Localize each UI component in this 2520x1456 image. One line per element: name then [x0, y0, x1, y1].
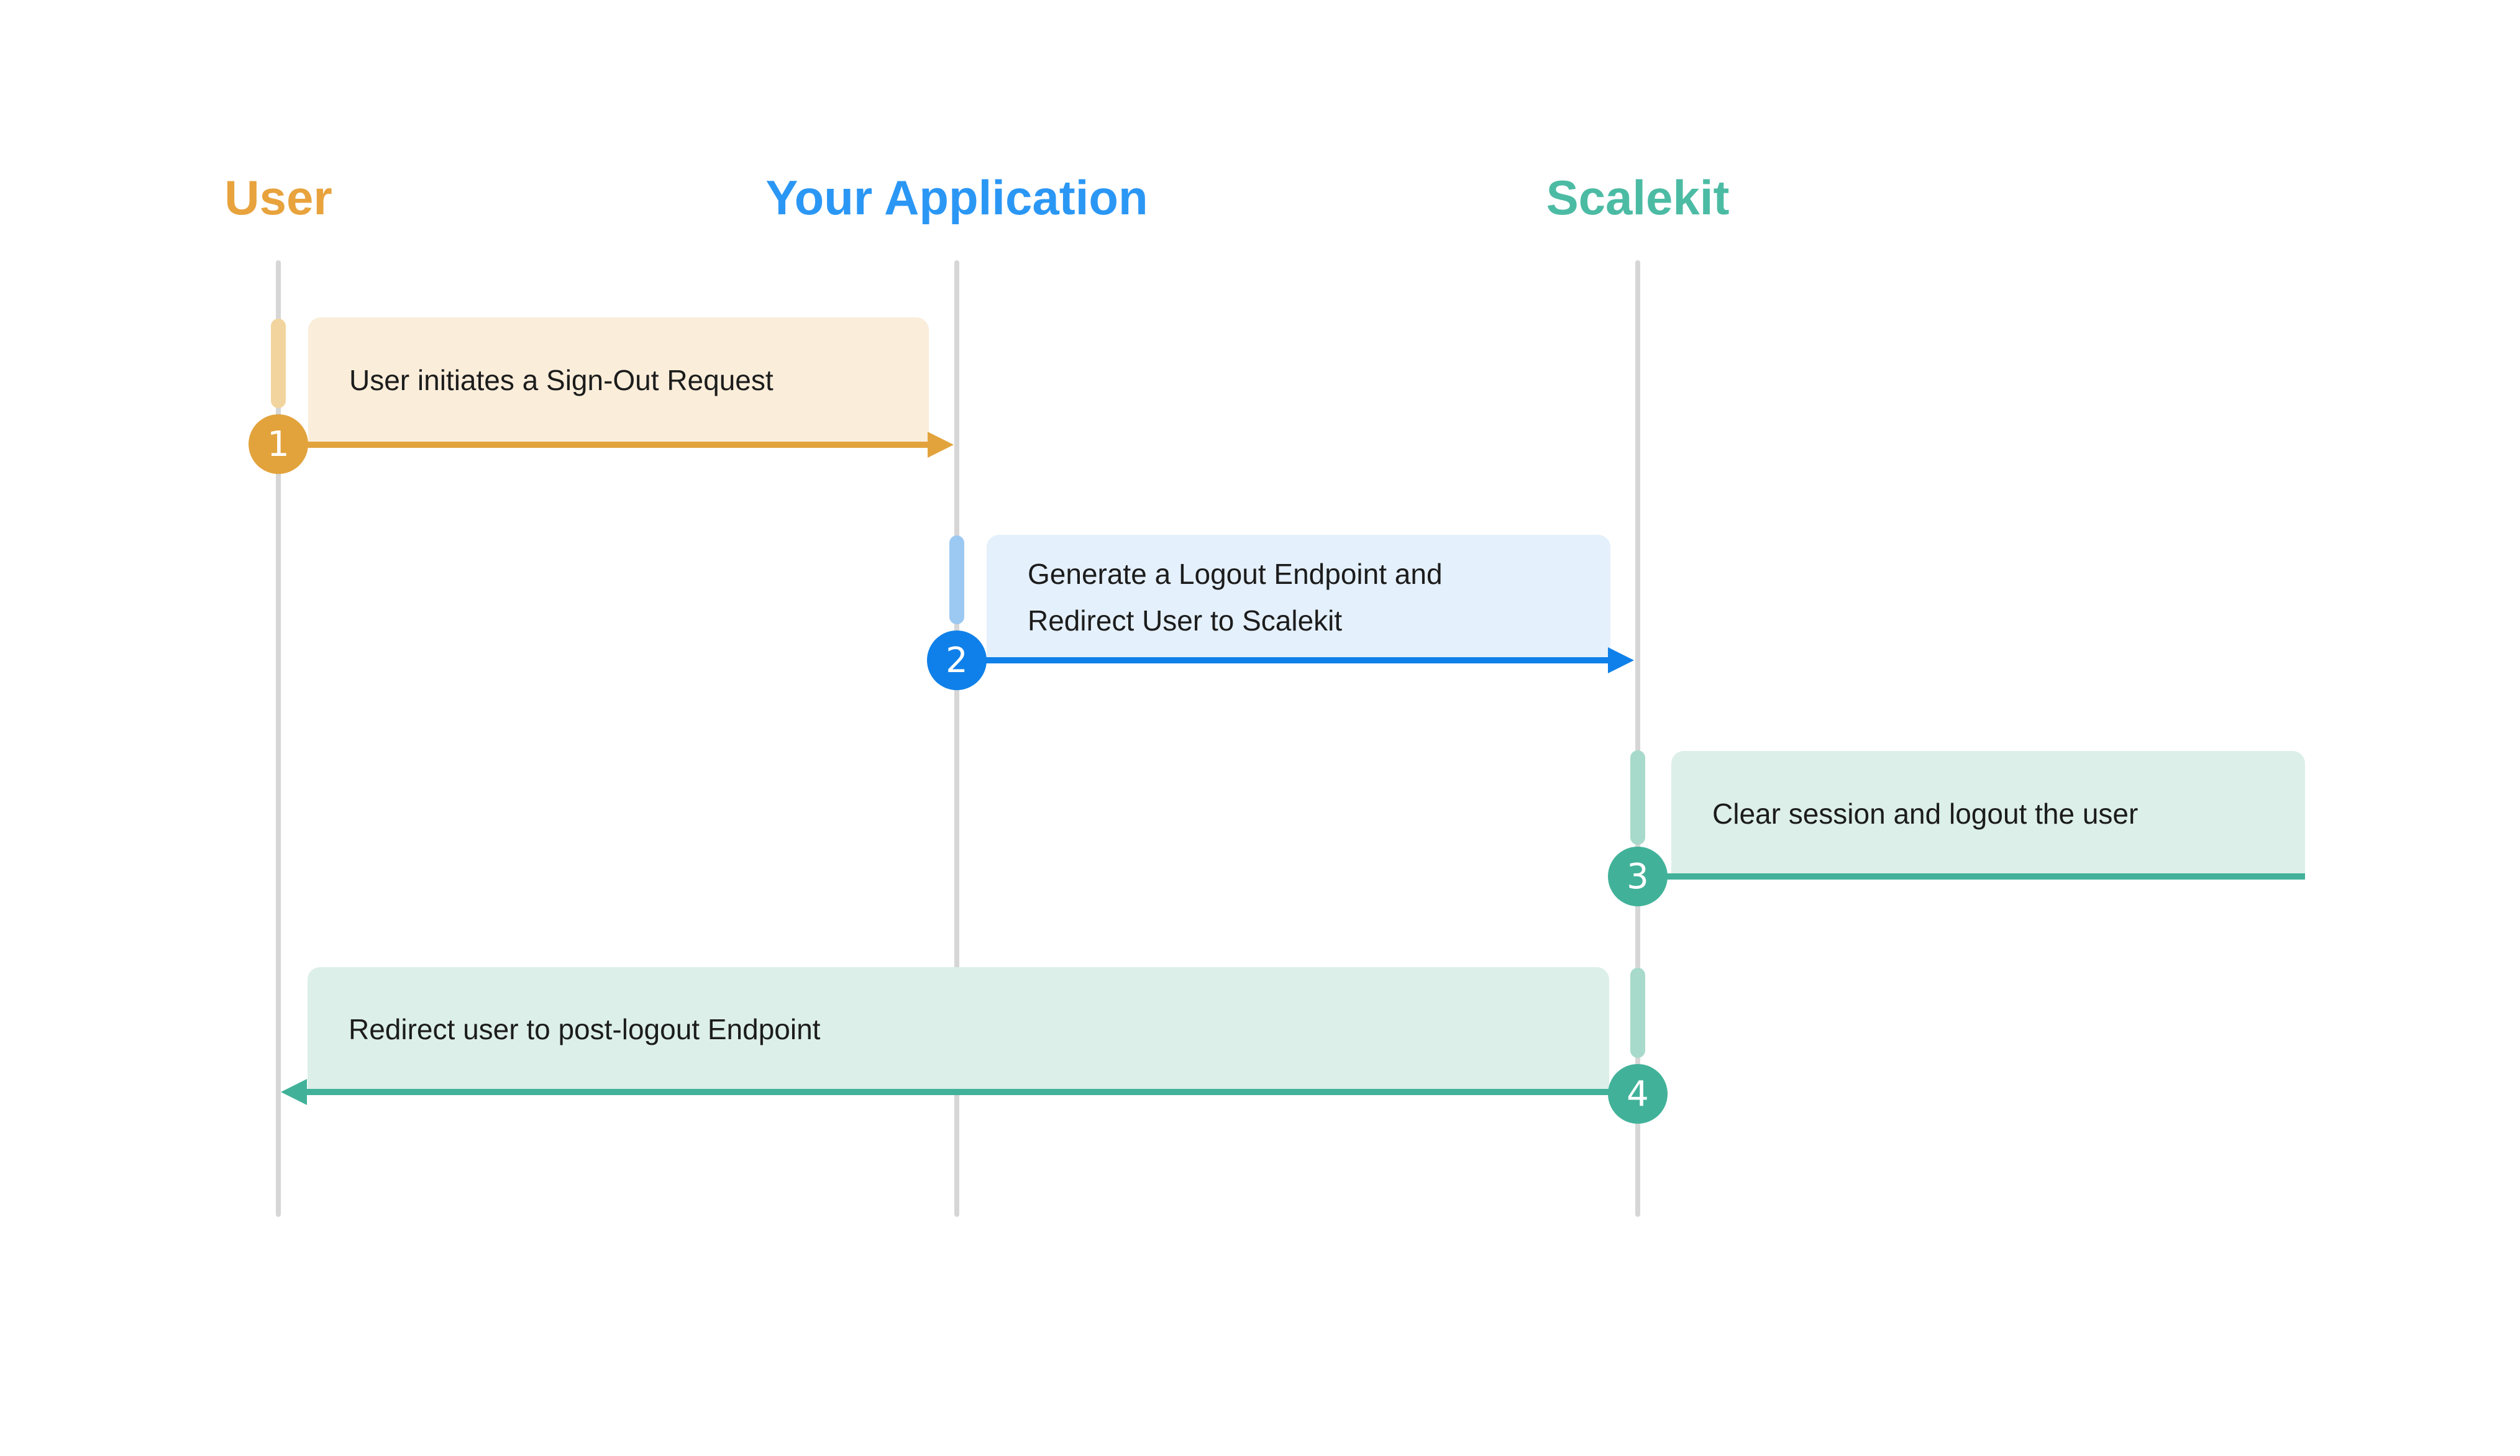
activation-bar-scalekit-step3 [1630, 750, 1645, 845]
step-badge-2: 2 [927, 630, 987, 690]
actor-label-scalekit: Scalekit [1546, 170, 1730, 225]
message-box-step1: User initiates a Sign-Out Request [308, 317, 929, 444]
message-box-step3: Clear session and logout the user [1671, 751, 2305, 876]
step-badge-4: 4 [1608, 1064, 1668, 1124]
message-arrow-step4 [307, 1089, 1638, 1095]
activation-bar-app-step2 [949, 535, 964, 624]
lifeline-scalekit [1635, 260, 1640, 1217]
message-arrow-step1 [278, 442, 928, 448]
message-text-step2: Generate a Logout Endpoint and Redirect … [1028, 558, 1443, 637]
arrowhead-right-icon [928, 432, 954, 458]
message-text-step4: Redirect user to post-logout Endpoint [349, 1013, 821, 1045]
message-arrow-step2 [957, 657, 1608, 663]
message-box-step2: Generate a Logout Endpoint and Redirect … [987, 535, 1610, 660]
step-badge-3: 3 [1608, 847, 1668, 906]
step-badge-1: 1 [249, 414, 308, 474]
message-text-step3: Clear session and logout the user [1712, 797, 2139, 830]
activation-bar-user-step1 [271, 319, 286, 408]
lifeline-user [276, 260, 281, 1217]
arrowhead-right-icon [1608, 647, 1634, 673]
actor-label-user: User [224, 170, 332, 225]
message-text-step1: User initiates a Sign-Out Request [349, 364, 774, 396]
activation-bar-scalekit-step4 [1630, 968, 1645, 1058]
arrowhead-left-icon [281, 1079, 307, 1105]
lifeline-your-application [954, 260, 959, 1217]
message-box-step4: Redirect user to post-logout Endpoint [308, 967, 1609, 1092]
message-underline-step3 [1638, 873, 2305, 880]
actor-label-your-application: Your Application [765, 170, 1148, 225]
